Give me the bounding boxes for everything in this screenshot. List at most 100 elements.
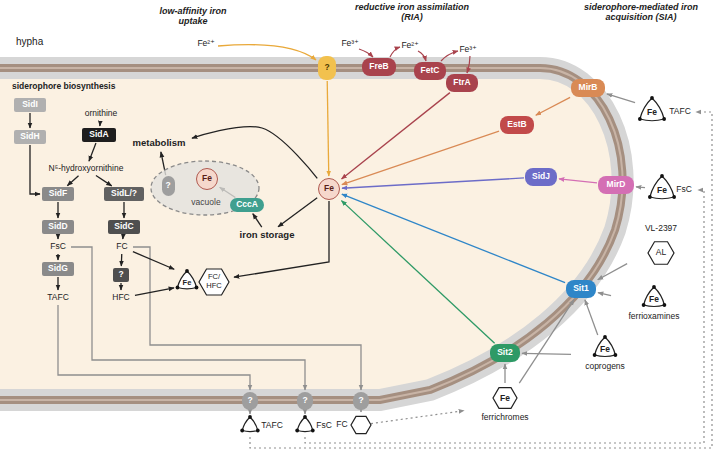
transporter-protein: FetC xyxy=(414,62,446,80)
siderophore-ring xyxy=(493,388,517,409)
vacuole-membrane xyxy=(151,161,259,215)
ria-arrow xyxy=(359,49,373,57)
chelating-group xyxy=(303,415,307,419)
node-label: ? xyxy=(324,63,329,73)
node-label: ? xyxy=(118,270,123,280)
node-label: MirB xyxy=(579,83,598,93)
connector-arrow xyxy=(71,247,305,390)
node-label: FsC xyxy=(676,185,692,195)
chelating-group xyxy=(593,353,597,357)
node-label: iron storage xyxy=(240,230,295,241)
chelating-group xyxy=(638,117,642,121)
siderophore-shape xyxy=(241,416,259,436)
transporter-protein: Sit2 xyxy=(490,344,520,362)
siderophore-icon: FeFC/ HFC xyxy=(176,262,232,302)
connector-arrow xyxy=(305,190,704,443)
connector-arrow xyxy=(249,411,250,414)
membrane-highlight xyxy=(0,68,623,400)
node-label: metabolism xyxy=(133,138,186,149)
node-label: EstB xyxy=(507,120,526,130)
node-label: SidI xyxy=(22,100,38,110)
connector-arrow xyxy=(67,176,78,186)
ria-arrow xyxy=(390,47,400,57)
node-label: SidG xyxy=(48,264,68,274)
connector-arrow xyxy=(57,202,58,218)
node-label: Sit1 xyxy=(573,284,589,294)
node-label: SidA xyxy=(89,130,108,140)
transporter-protein: MirD xyxy=(598,176,634,194)
siderophore-icon: TAFC xyxy=(241,416,259,436)
metabolite-label: FsC xyxy=(46,241,70,253)
enzyme-box: SidD xyxy=(42,220,74,234)
transporter-protein: SidJ xyxy=(525,168,557,186)
enzyme-box: SidG xyxy=(42,262,74,276)
connector-arrow xyxy=(234,201,329,277)
chelating-group xyxy=(672,195,676,199)
node-label: FsC xyxy=(50,242,66,252)
enzyme-box: ? xyxy=(113,268,129,282)
enzyme-box: SidH xyxy=(14,130,46,144)
enzyme-box: SidC xyxy=(108,220,140,234)
connector-arrow xyxy=(58,305,250,390)
node-label: Fe xyxy=(600,345,610,355)
siderophore-ring xyxy=(242,417,258,432)
connector-arrow xyxy=(327,81,329,176)
siderophore-ring xyxy=(595,337,616,357)
plasma-membrane xyxy=(0,68,623,400)
transporter-protein: FtrA xyxy=(446,74,478,92)
connector-arrow xyxy=(342,178,524,188)
annotation-label: Fe²⁺ xyxy=(401,41,418,51)
chelating-group xyxy=(648,195,652,199)
connector-arrow xyxy=(536,97,570,115)
low-affinity-arrow xyxy=(218,45,316,60)
ria-arrow xyxy=(441,51,458,61)
connector-arrow xyxy=(30,145,40,194)
connector-arrow xyxy=(342,194,565,283)
connector-arrow xyxy=(607,94,635,103)
iron-circle: Fe xyxy=(196,168,218,190)
siderophore-ring xyxy=(648,242,674,265)
annotation-label: Fe²⁺ xyxy=(197,39,214,49)
node-label: Fe xyxy=(324,184,334,194)
node-label: SidD xyxy=(48,222,67,232)
siderophore-icon: FC xyxy=(352,414,370,436)
chelating-group xyxy=(295,429,299,433)
chelating-group xyxy=(185,269,189,273)
node-label: FetC xyxy=(421,66,440,76)
transporter-protein: ? xyxy=(242,392,258,410)
node-label: N⁵-hydroxyornithine xyxy=(49,164,124,174)
enzyme-box: SidL/? xyxy=(104,187,144,201)
enzyme-box: SidI xyxy=(14,98,46,112)
node-label: SidF xyxy=(49,189,67,199)
annotation-label: siderophore biosynthesis xyxy=(12,82,115,92)
siderophore-icon: FeTAFC xyxy=(636,92,694,132)
node-label: ? xyxy=(358,396,363,406)
chelating-group xyxy=(176,286,180,290)
node-label: SidJ xyxy=(532,172,550,182)
process-label: metabolism xyxy=(128,136,190,150)
transporter-protein: EstB xyxy=(500,116,534,134)
node-label: vacuole xyxy=(191,198,220,208)
connector-arrow xyxy=(504,364,505,383)
siderophore-icon: Feferrichromes xyxy=(466,384,544,426)
siderophore-ring xyxy=(177,271,196,289)
chelating-group xyxy=(195,286,199,290)
siderophore-icon: FeFsC xyxy=(646,170,696,210)
annotation-label: siderophore-mediated iron acquisition (S… xyxy=(570,2,712,23)
chelating-group xyxy=(662,117,666,121)
siderophore-shape xyxy=(296,416,314,436)
node-label: SidL/? xyxy=(111,189,137,199)
transporter-protein: ? xyxy=(297,392,313,410)
chelating-group xyxy=(256,429,260,433)
connector-arrow xyxy=(135,288,174,296)
metabolite-label: ornithine xyxy=(78,108,124,120)
connector-arrow xyxy=(57,277,58,290)
connector-arrow xyxy=(371,411,464,424)
annotation-label: reductive iron assimilation (RIA) xyxy=(350,2,474,23)
connector-arrow xyxy=(96,176,112,186)
node-label: SidC xyxy=(114,222,133,232)
node-label: Fe xyxy=(202,174,212,184)
connector-arrow xyxy=(121,254,123,266)
connector-arrow xyxy=(559,179,597,183)
node-label: AL xyxy=(656,248,666,258)
